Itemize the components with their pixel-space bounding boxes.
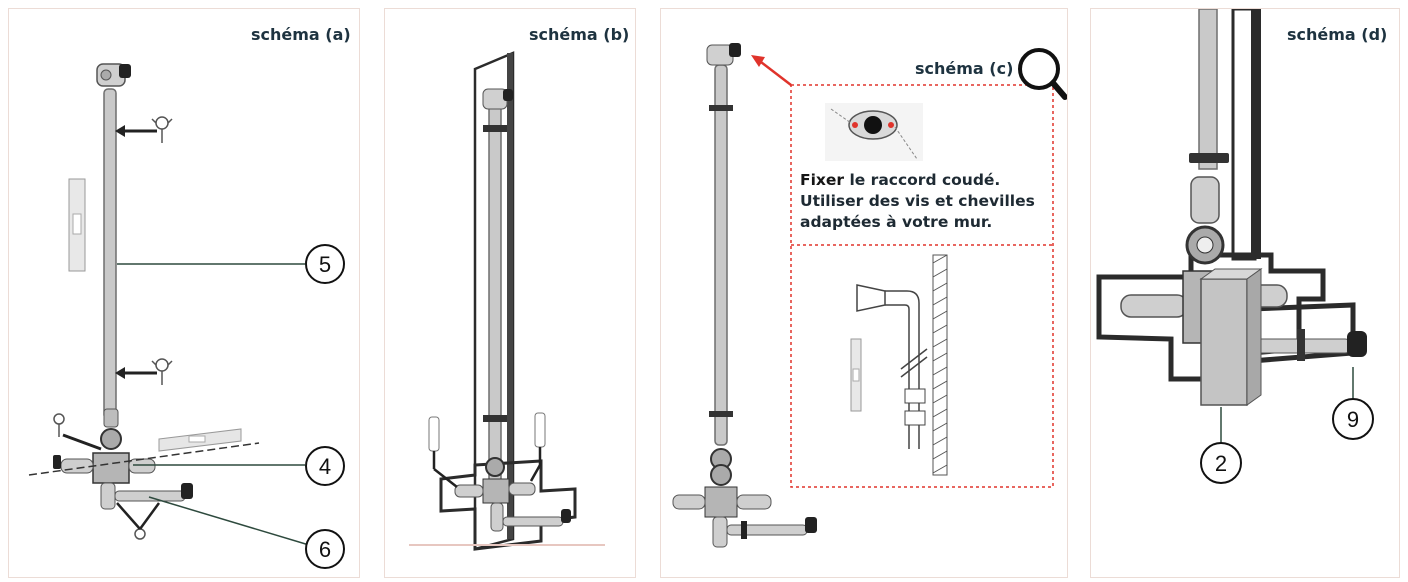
diagram-schema-d: 2 9 (1096, 9, 1374, 484)
wall-plate-detail (825, 103, 923, 161)
panel-title-b: schéma (b) (529, 25, 630, 44)
vertical-pipe (103, 88, 117, 420)
pipe-clamp-icon (115, 116, 173, 143)
mixer-body (454, 457, 571, 532)
wall-plug-icon (529, 412, 546, 482)
vertical-pipe (1198, 9, 1218, 170)
panel-title-d: schéma (d) (1287, 25, 1388, 44)
panel-schema-c: schéma (c) (660, 8, 1068, 578)
callout-2: 2 (1200, 442, 1242, 484)
callout-6: 6 (305, 529, 345, 569)
spirit-level-icon (158, 428, 242, 452)
instruction-text: Fixer le raccord coudé. Utiliser des vis… (800, 170, 1050, 233)
panel-schema-d: 2 9 schéma (d) (1090, 8, 1400, 578)
instruction-line-3: adaptées à votre mur. (800, 213, 993, 231)
clamp (483, 125, 507, 132)
top-elbow-fitting (482, 88, 513, 110)
wall-cross-section (856, 254, 948, 476)
panel-schema-a: 5 4 6 schéma (a) (8, 8, 360, 578)
callout-5: 5 (305, 244, 345, 284)
svg-text:2: 2 (1215, 451, 1227, 476)
detail-box (790, 84, 1054, 488)
svg-text:4: 4 (319, 454, 331, 479)
vertical-pipe (714, 64, 728, 446)
part-2-block (1199, 268, 1263, 406)
pipe-clamp-icon (53, 413, 102, 451)
svg-text:6: 6 (319, 537, 331, 562)
clamp (483, 415, 507, 422)
vertical-pipe (488, 90, 502, 492)
clamp (709, 105, 733, 111)
mixer-body (53, 408, 193, 510)
panel-schema-b: schéma (b) (384, 8, 636, 578)
clamp (1189, 153, 1229, 163)
red-arrow-icon (751, 55, 792, 86)
diagram-schema-a: 5 4 6 (28, 63, 345, 569)
panel-title-c: schéma (c) (915, 59, 1014, 78)
wall-plug-icon (428, 416, 458, 488)
mixer-body (672, 448, 817, 548)
diagram-schema-c (672, 43, 1067, 548)
diagram-schema-b (409, 51, 605, 551)
panel-title-a: schéma (a) (251, 25, 351, 44)
pipe-clamp-icon (115, 358, 173, 385)
spirit-level-icon (68, 178, 86, 272)
callout-9: 9 (1332, 398, 1374, 440)
spirit-level-icon (850, 338, 862, 412)
top-elbow-fitting (96, 63, 131, 87)
callout-4: 4 (305, 446, 345, 486)
instruction-line-2: Utiliser des vis et chevilles (800, 192, 1035, 210)
top-elbow-fitting (706, 43, 741, 66)
svg-text:5: 5 (319, 252, 331, 277)
wall-channel-frame (439, 51, 577, 551)
instruction-line-1: Fixer le raccord coudé. (800, 171, 1001, 189)
clamp (709, 411, 733, 417)
magnifier-icon (1018, 48, 1067, 100)
svg-text:9: 9 (1347, 407, 1359, 432)
pipe-clamp-icon (116, 502, 161, 540)
